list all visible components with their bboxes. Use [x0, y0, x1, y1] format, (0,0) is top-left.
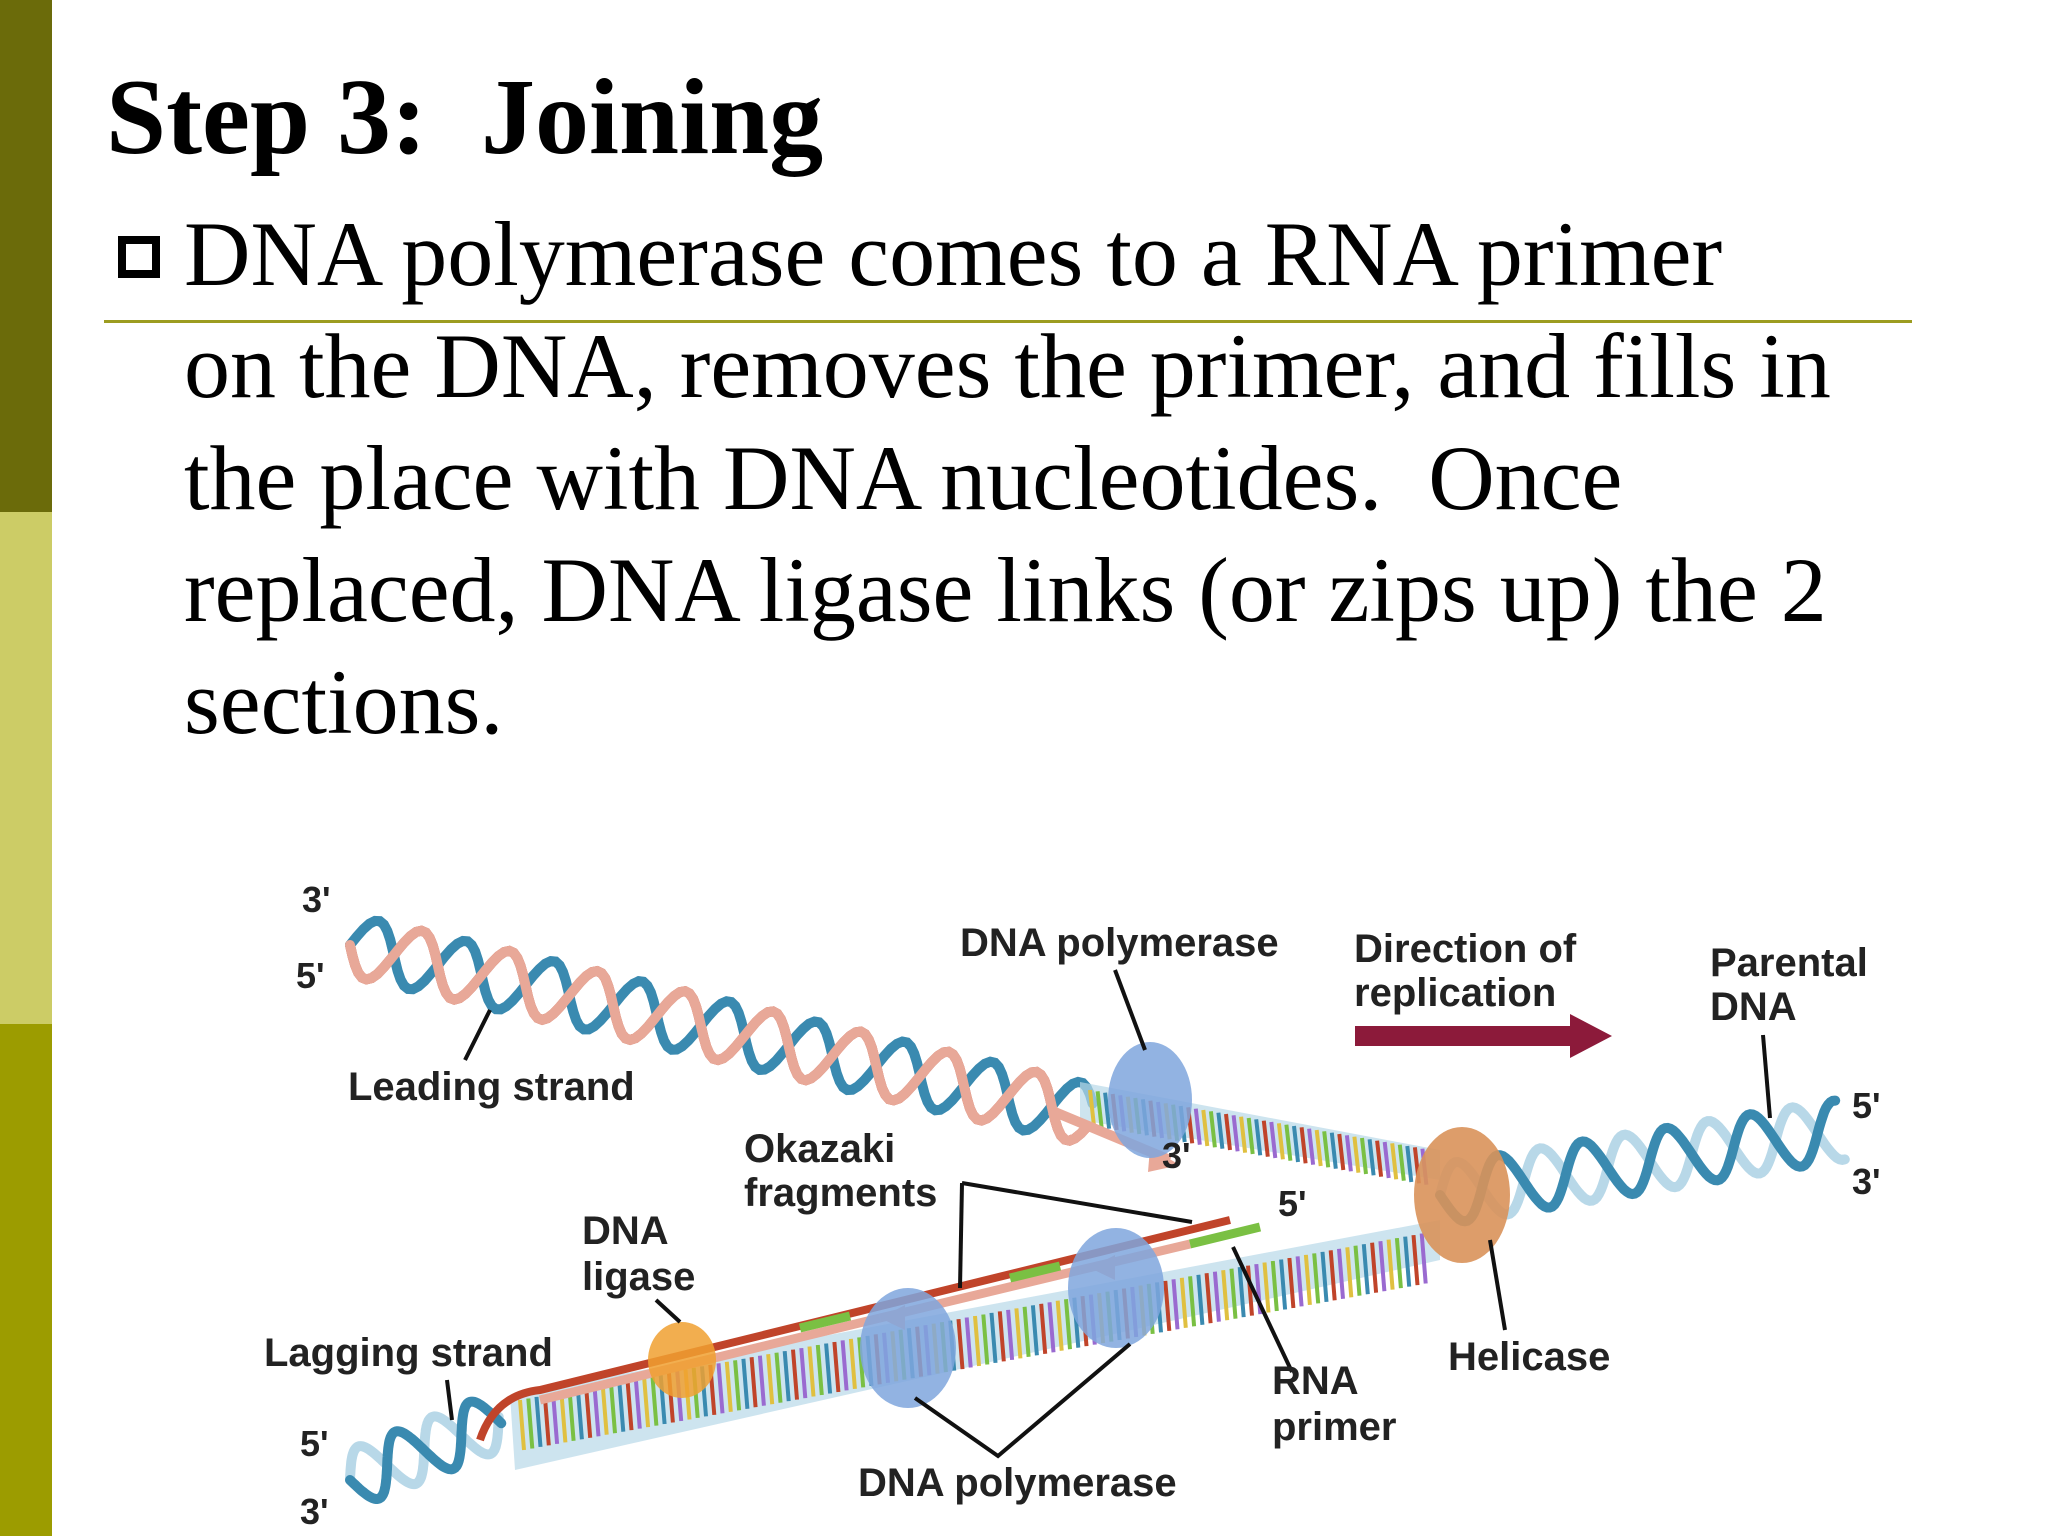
- bullet-square-icon: [118, 236, 160, 278]
- label-leading-strand: Leading strand: [348, 1065, 635, 1109]
- bullet-line-4: replaced, DNA ligase links (or zips up) …: [184, 539, 1827, 641]
- parental-helix: [1435, 1095, 1850, 1227]
- dna-polymerase-bottom-right-shape: [1068, 1228, 1164, 1348]
- label-okazaki-line2: fragments: [744, 1171, 937, 1215]
- title-divider: [104, 320, 1912, 323]
- label-direction-line2: replication: [1354, 971, 1556, 1015]
- direction-arrow: [1355, 1014, 1612, 1058]
- label-ligase-line2: ligase: [582, 1255, 695, 1299]
- bullet-line-2: on the DNA, removes the primer, and fill…: [184, 315, 1831, 417]
- rna-primer-segment: [1188, 1222, 1262, 1249]
- sidebar-olive-band: [0, 1024, 52, 1536]
- bullet-line-1: DNA polymerase comes to a RNA primer: [184, 203, 1723, 305]
- sidebar-light-band: [0, 512, 52, 1024]
- leading-strand-helix: [345, 915, 1098, 1146]
- bullet-line-5: sections.: [184, 651, 504, 753]
- pointer-lines: [445, 969, 1772, 1459]
- label-rna-line1: RNA: [1272, 1359, 1359, 1403]
- label-right-3prime: 3': [1852, 1161, 1881, 1202]
- label-lagging-strand: Lagging strand: [264, 1331, 553, 1375]
- label-ligase-line1: DNA: [582, 1209, 669, 1253]
- label-right-5prime: 5': [1852, 1085, 1881, 1126]
- bullet-line-3: the place with DNA nucleotides. Once: [184, 427, 1623, 529]
- label-direction-line1: Direction of: [1354, 927, 1577, 971]
- label-parental-line1: Parental: [1710, 941, 1868, 985]
- label-rna-line2: primer: [1272, 1405, 1397, 1449]
- slide-title: Step 3: Joining: [106, 58, 824, 177]
- decorative-sidebar: [0, 0, 52, 1536]
- sidebar-dark-band: [0, 0, 52, 512]
- label-bottom-3prime: 3': [300, 1491, 329, 1532]
- rna-primer-segment: [798, 1311, 852, 1333]
- label-top-5prime: 5': [296, 955, 325, 996]
- label-top-3prime: 3': [302, 879, 331, 920]
- dna-polymerase-bottom-left-shape: [860, 1288, 956, 1408]
- label-bottom-5prime: 5': [300, 1423, 329, 1464]
- label-dna-polymerase-bottom: DNA polymerase: [858, 1461, 1177, 1505]
- label-leading-3prime: 3': [1162, 1135, 1191, 1176]
- label-helicase: Helicase: [1448, 1335, 1610, 1379]
- bullet-text: DNA polymerase comes to a RNA primer on …: [184, 198, 2024, 758]
- label-parental-line2: DNA: [1710, 985, 1797, 1029]
- label-okazaki-line1: Okazaki: [744, 1127, 895, 1171]
- dna-polymerase-top-shape: [1108, 1042, 1192, 1158]
- dna-ligase-shape: [648, 1322, 716, 1398]
- label-mid-5prime: 5': [1278, 1183, 1307, 1224]
- lagging-strand-helix: [345, 1396, 507, 1504]
- helicase-shape: [1414, 1127, 1510, 1263]
- label-dna-polymerase-top: DNA polymerase: [960, 921, 1279, 965]
- rna-primer-segment: [1008, 1261, 1062, 1283]
